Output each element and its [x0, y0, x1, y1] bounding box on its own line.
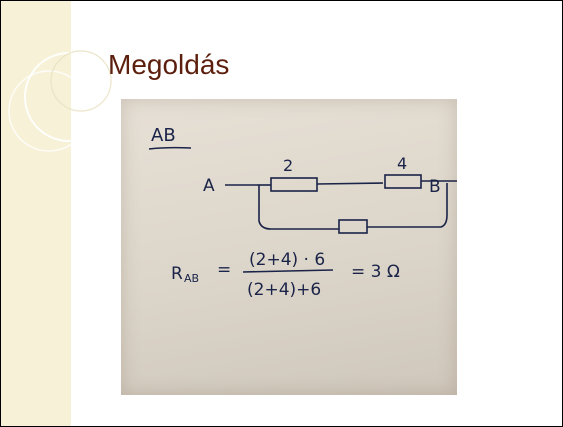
formula-equals: = — [217, 260, 231, 280]
formula-lhs-subscript: AB — [184, 272, 199, 285]
heading-underline — [148, 146, 192, 150]
handwritten-solution-photo: AB A B 2 4 R AB = — [121, 99, 457, 395]
formula-numerator: (2+4) · 6 — [249, 250, 325, 270]
resistor-top-left — [270, 177, 318, 192]
resistor-top-right — [384, 174, 422, 189]
resistor-top-right-value: 4 — [397, 154, 407, 173]
circuit-diagram — [225, 174, 457, 234]
resistor-bottom — [338, 219, 368, 234]
node-b-label: B — [429, 177, 441, 197]
formula-denominator: (2+4)+6 — [247, 280, 321, 300]
photo-heading: AB — [151, 125, 176, 146]
resistor-top-left-value: 2 — [283, 156, 293, 175]
node-a-label: A — [203, 176, 215, 196]
decorative-circles — [8, 50, 114, 152]
formula-result: = 3 Ω — [351, 262, 400, 282]
fraction-bar — [242, 269, 334, 273]
slide-title: Megoldás — [108, 49, 230, 80]
formula-lhs: R — [171, 264, 183, 284]
